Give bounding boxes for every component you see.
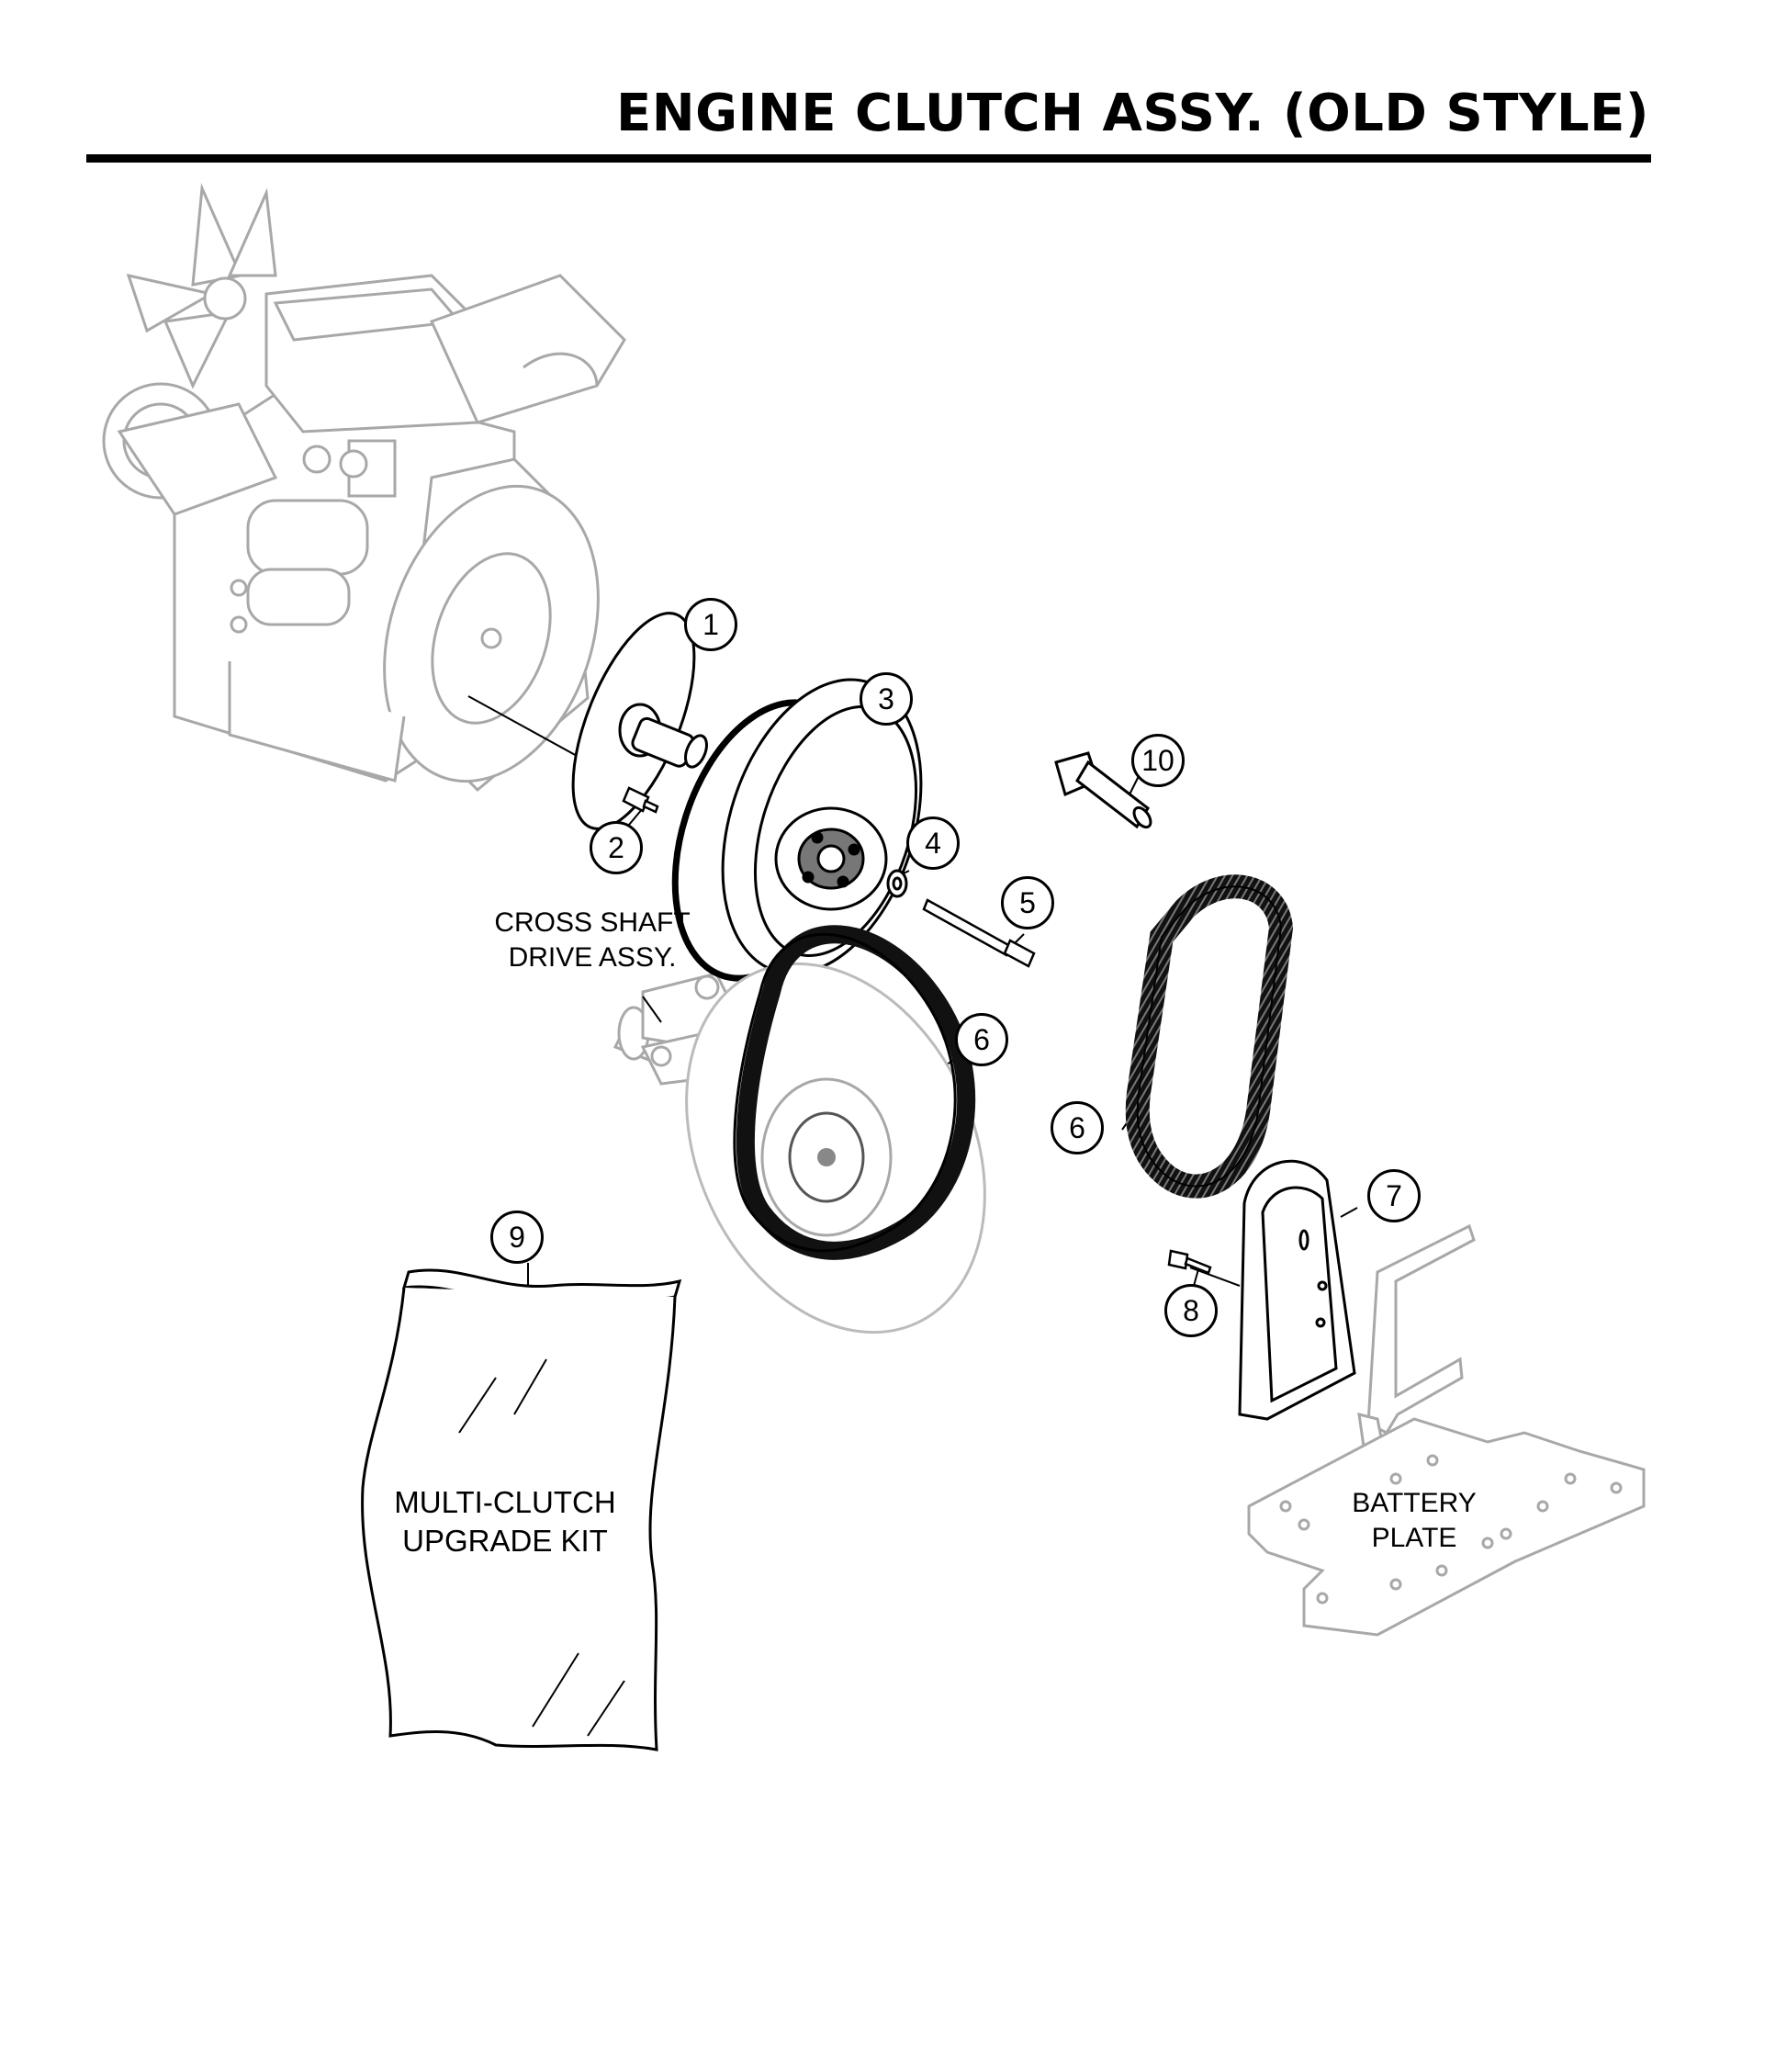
callout-2: 2 [590, 821, 643, 874]
part-6-belt-left [685, 925, 986, 1334]
part-4-washer [886, 869, 908, 898]
callout-8: 8 [1164, 1284, 1218, 1337]
part-5-bolt [922, 898, 1036, 968]
cross-shaft-label: CROSS SHAFT DRIVE ASSY. [478, 906, 707, 975]
callout-4: 4 [906, 816, 960, 870]
battery-plate-label-line2: PLATE [1371, 1523, 1457, 1553]
callout-6a: 6 [955, 1013, 1008, 1066]
part-3-clutch [671, 678, 923, 982]
part-8-bolt [1167, 1249, 1212, 1275]
callout-3: 3 [860, 672, 913, 726]
callout-6b: 6 [1051, 1101, 1104, 1154]
battery-plate-label: BATTERY PLATE [1322, 1486, 1506, 1556]
battery-plate-illustration [1247, 1223, 1646, 1637]
part-1-adapter-plate [571, 612, 708, 830]
part-10-shaft [1054, 751, 1152, 829]
part-2-bolt [622, 786, 659, 814]
callout-10: 10 [1131, 734, 1185, 787]
kit-label-line1: MULTI-CLUTCH [394, 1485, 616, 1519]
engine-illustration [102, 183, 626, 793]
kit-label: MULTI-CLUTCH UPGRADE KIT [367, 1483, 643, 1560]
callout-9: 9 [490, 1211, 544, 1264]
cross-shaft-label-line2: DRIVE ASSY. [508, 942, 677, 973]
title-rule [86, 154, 1651, 163]
kit-label-line2: UPGRADE KIT [402, 1524, 608, 1558]
callout-7: 7 [1367, 1169, 1421, 1222]
part-6-belt-right [1125, 874, 1294, 1199]
page-title: ENGINE CLUTCH ASSY. (OLD STYLE) [616, 84, 1649, 143]
battery-plate-label-line1: BATTERY [1352, 1488, 1477, 1518]
part-9-kit-bag [361, 1268, 682, 1751]
callout-1: 1 [684, 598, 737, 651]
part-7-belt-guard [1238, 1159, 1356, 1421]
cross-shaft-label-line1: CROSS SHAFT [494, 907, 691, 938]
callout-5: 5 [1001, 876, 1054, 929]
